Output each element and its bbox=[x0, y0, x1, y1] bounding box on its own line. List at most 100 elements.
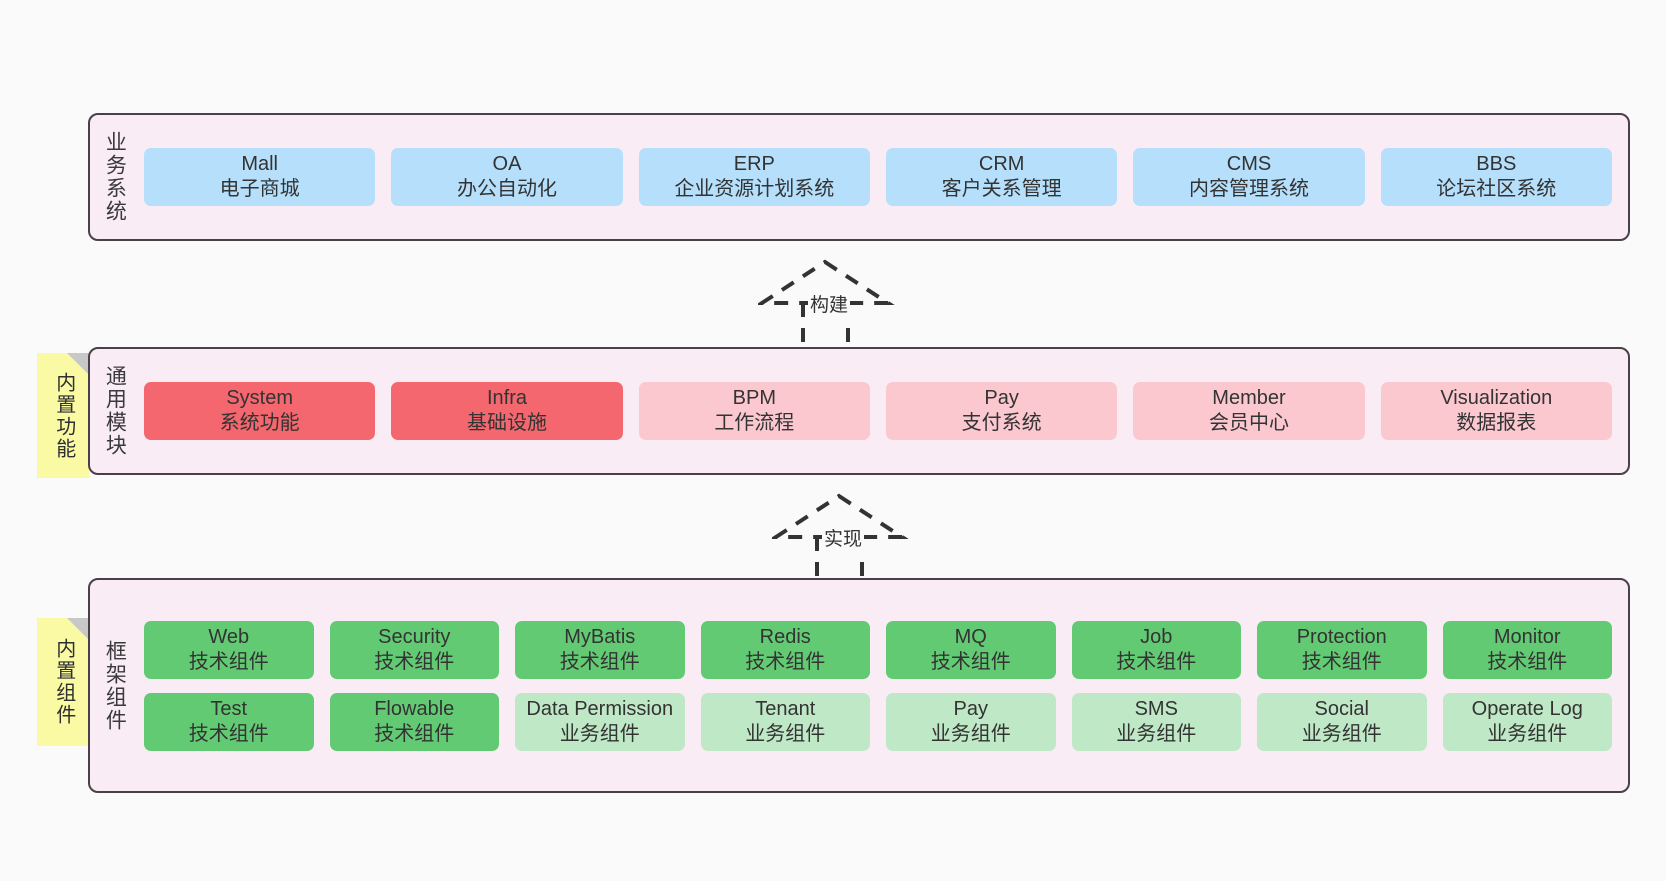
cell-cms[interactable]: CMS 内容管理系统 bbox=[1133, 148, 1365, 206]
layer-framework-component: 框架组件 Web 技术组件 Security 技术组件 MyBatis 技术组件… bbox=[88, 578, 1630, 793]
folded-corner-icon bbox=[67, 618, 89, 640]
cell-title: Monitor bbox=[1493, 625, 1561, 648]
cell-subtitle: 技术组件 bbox=[1487, 650, 1568, 673]
cell-job[interactable]: Job 技术组件 bbox=[1071, 620, 1241, 679]
cell-row: Test 技术组件 Flowable 技术组件 Data Permission … bbox=[144, 692, 1612, 751]
cell-crm[interactable]: CRM 客户关系管理 bbox=[885, 148, 1118, 206]
cell-oa[interactable]: OA 办公自动化 bbox=[391, 148, 623, 206]
cell-system[interactable]: System 系统功能 bbox=[144, 382, 376, 440]
cell-subtitle: 业务组件 bbox=[1487, 722, 1568, 745]
cell-title: Tenant bbox=[755, 697, 816, 720]
cell-pay-business[interactable]: Pay 业务组件 bbox=[886, 692, 1056, 751]
cell-mq[interactable]: MQ 技术组件 bbox=[886, 620, 1056, 679]
cell-redis[interactable]: Redis 技术组件 bbox=[700, 620, 870, 679]
cell-bbs[interactable]: BBS 论坛社区系统 bbox=[1380, 148, 1612, 206]
cell-row: System 系统功能 Infra 基础设施 BPM 工作流程 Pay 支付系统… bbox=[144, 382, 1612, 440]
cell-sms[interactable]: SMS 业务组件 bbox=[1071, 692, 1241, 751]
cell-title: Member bbox=[1212, 387, 1286, 409]
cell-subtitle: 工作流程 bbox=[714, 412, 795, 434]
cell-data-permission[interactable]: Data Permission 业务组件 bbox=[515, 692, 685, 751]
connector-implement: 实现 bbox=[772, 492, 912, 580]
cell-title: Security bbox=[378, 625, 451, 648]
cell-mybatis[interactable]: MyBatis 技术组件 bbox=[515, 620, 685, 679]
cell-protection[interactable]: Protection 技术组件 bbox=[1257, 620, 1427, 679]
cell-operate-log[interactable]: Operate Log 业务组件 bbox=[1442, 692, 1612, 751]
cell-subtitle: 技术组件 bbox=[1116, 650, 1197, 673]
cell-title: Social bbox=[1314, 697, 1369, 720]
cell-erp[interactable]: ERP 企业资源计划系统 bbox=[638, 148, 870, 206]
cell-subtitle: 技术组件 bbox=[188, 650, 269, 673]
layer-common-module: 通用模块 System 系统功能 Infra 基础设施 BPM 工作流程 Pay… bbox=[88, 347, 1630, 475]
connector-label-implement: 实现 bbox=[822, 524, 865, 551]
cell-subtitle: 会员中心 bbox=[1208, 412, 1289, 434]
layer-body-framework-component: Web 技术组件 Security 技术组件 MyBatis 技术组件 Redi… bbox=[138, 580, 1628, 791]
cell-subtitle: 企业资源计划系统 bbox=[674, 178, 835, 200]
cell-mall[interactable]: Mall 电子商城 bbox=[144, 148, 376, 206]
cell-subtitle: 技术组件 bbox=[930, 650, 1011, 673]
cell-title: Visualization bbox=[1440, 387, 1553, 409]
folded-corner-icon bbox=[67, 353, 89, 375]
cell-title: Test bbox=[210, 697, 248, 720]
cell-tenant[interactable]: Tenant 业务组件 bbox=[700, 692, 870, 751]
cell-title: System bbox=[226, 387, 293, 409]
cell-title: OA bbox=[492, 153, 522, 175]
cell-title: BPM bbox=[732, 387, 776, 409]
cell-title: MyBatis bbox=[564, 625, 636, 648]
cell-subtitle: 数据报表 bbox=[1456, 412, 1537, 434]
cell-subtitle: 技术组件 bbox=[1301, 650, 1382, 673]
cell-title: BBS bbox=[1476, 153, 1517, 175]
cell-member[interactable]: Member 会员中心 bbox=[1133, 382, 1365, 440]
cell-web[interactable]: Web 技术组件 bbox=[144, 620, 314, 679]
cell-subtitle: 电子商城 bbox=[219, 178, 300, 200]
cell-pay[interactable]: Pay 支付系统 bbox=[885, 382, 1118, 440]
cell-visualization[interactable]: Visualization 数据报表 bbox=[1380, 382, 1612, 440]
cell-title: Data Permission bbox=[526, 697, 674, 720]
connector-label-build: 构建 bbox=[808, 290, 851, 317]
cell-title: Redis bbox=[759, 625, 811, 648]
layer-business-system: 业务系统 Mall 电子商城 OA 办公自动化 ERP 企业资源计划系统 CRM… bbox=[88, 113, 1630, 241]
cell-subtitle: 论坛社区系统 bbox=[1436, 178, 1557, 200]
cell-subtitle: 业务组件 bbox=[1116, 722, 1197, 745]
cell-row: Web 技术组件 Security 技术组件 MyBatis 技术组件 Redi… bbox=[144, 620, 1612, 679]
cell-subtitle: 技术组件 bbox=[559, 650, 640, 673]
layer-title-framework-component: 框架组件 bbox=[103, 639, 127, 732]
cell-title: Job bbox=[1140, 625, 1173, 648]
cell-subtitle: 业务组件 bbox=[559, 722, 640, 745]
cell-title: Operate Log bbox=[1471, 697, 1583, 720]
layer-title-common-module: 通用模块 bbox=[103, 365, 127, 457]
cell-test[interactable]: Test 技术组件 bbox=[144, 692, 314, 751]
layer-body-common-module: System 系统功能 Infra 基础设施 BPM 工作流程 Pay 支付系统… bbox=[138, 349, 1628, 473]
cell-title: CMS bbox=[1226, 153, 1272, 175]
layer-title-business-system: 业务系统 bbox=[103, 131, 127, 223]
cell-subtitle: 技术组件 bbox=[745, 650, 826, 673]
cell-subtitle: 业务组件 bbox=[930, 722, 1011, 745]
note-label: 内置功能 bbox=[52, 371, 75, 460]
cell-security[interactable]: Security 技术组件 bbox=[329, 620, 499, 679]
cell-title: Mall bbox=[241, 153, 278, 175]
note-builtin-component: 内置组件 bbox=[37, 618, 89, 746]
cell-title: SMS bbox=[1134, 697, 1178, 720]
connector-build: 构建 bbox=[758, 258, 898, 346]
cell-row: Mall 电子商城 OA 办公自动化 ERP 企业资源计划系统 CRM 客户关系… bbox=[144, 148, 1612, 206]
cell-subtitle: 技术组件 bbox=[374, 650, 455, 673]
cell-subtitle: 办公自动化 bbox=[456, 178, 557, 200]
cell-subtitle: 技术组件 bbox=[188, 722, 269, 745]
note-label: 内置组件 bbox=[52, 638, 75, 726]
note-builtin-function: 内置功能 bbox=[37, 353, 89, 478]
cell-title: Protection bbox=[1296, 625, 1387, 648]
cell-title: Infra bbox=[486, 387, 527, 409]
cell-subtitle: 业务组件 bbox=[745, 722, 826, 745]
cell-subtitle: 业务组件 bbox=[1301, 722, 1382, 745]
cell-bpm[interactable]: BPM 工作流程 bbox=[638, 382, 870, 440]
cell-infra[interactable]: Infra 基础设施 bbox=[391, 382, 623, 440]
cell-flowable[interactable]: Flowable 技术组件 bbox=[329, 692, 499, 751]
cell-monitor[interactable]: Monitor 技术组件 bbox=[1442, 620, 1612, 679]
cell-social[interactable]: Social 业务组件 bbox=[1257, 692, 1427, 751]
cell-subtitle: 技术组件 bbox=[374, 722, 455, 745]
cell-subtitle: 内容管理系统 bbox=[1188, 178, 1309, 200]
cell-subtitle: 基础设施 bbox=[466, 412, 547, 434]
cell-subtitle: 系统功能 bbox=[219, 412, 300, 434]
cell-title: Pay bbox=[984, 387, 1019, 409]
cell-title: MQ bbox=[954, 625, 987, 648]
